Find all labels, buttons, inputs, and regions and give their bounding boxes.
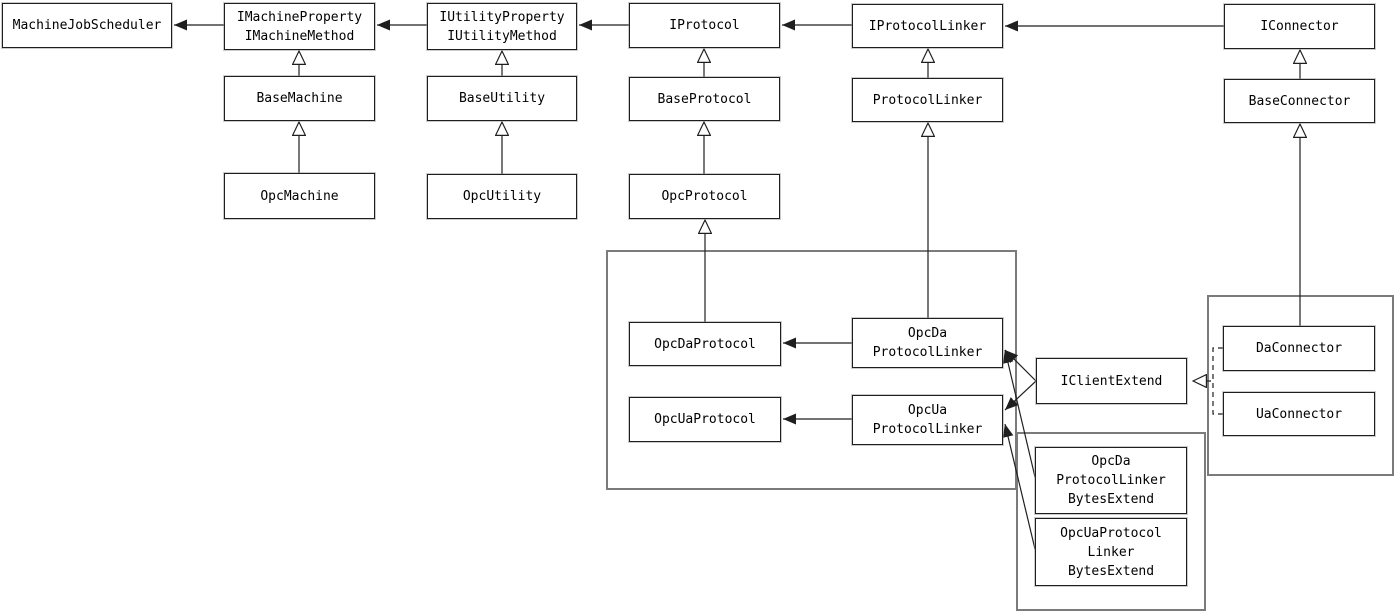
class-box-label: OpcUaProtocol xyxy=(654,412,756,427)
class-box-label: ProtocolLinker xyxy=(1056,473,1166,488)
class-box-label: IProtocolLinker xyxy=(868,18,987,34)
class-box-label: IConnector xyxy=(1260,19,1339,34)
edge-i-client-extend-to-opc-ua-protocol-linker xyxy=(1004,380,1037,411)
class-box-i-protocol-linker: IProtocolLinker xyxy=(852,4,1003,48)
class-box-label: ProtocolLinker xyxy=(872,422,983,437)
class-box-machine-job-scheduler: MachineJobScheduler xyxy=(2,3,172,48)
class-box-label: BaseProtocol xyxy=(657,91,752,107)
class-box-label: OpcUaProtocol xyxy=(1060,525,1162,541)
class-box-label: IUtilityProperty xyxy=(439,9,565,25)
class-box-da-connector: DaConnector xyxy=(1223,326,1375,371)
class-box-label: DaConnector xyxy=(1255,341,1343,356)
class-box-label: Linker xyxy=(1087,544,1135,560)
class-box-label: MachineJobScheduler xyxy=(12,18,162,33)
class-box-base-connector: BaseConnector xyxy=(1224,79,1375,123)
class-box-label: IMachineMethod xyxy=(244,28,355,44)
class-box-label: ProtocolLinker xyxy=(872,345,983,360)
edge-ua-connector-to-i-client-extend xyxy=(1212,381,1223,415)
class-box-label: IProtocol xyxy=(669,18,740,33)
class-box-opc-ua-protocol: OpcUaProtocol xyxy=(629,397,781,442)
class-box-label: BaseMachine xyxy=(256,91,343,106)
class-box-label: OpcDaProtocol xyxy=(654,336,756,352)
class-box-label: UaConnector xyxy=(1255,406,1343,422)
class-box-ua-connector: UaConnector xyxy=(1223,392,1375,436)
class-box-label: OpcDa xyxy=(907,326,948,341)
group-bytes-extend-group xyxy=(1016,432,1206,611)
class-box-label: OpcUtility xyxy=(462,189,542,204)
class-box-label: BytesExtend xyxy=(1067,492,1155,507)
class-box-base-utility: BaseUtility xyxy=(427,76,577,121)
class-box-label: OpcDa xyxy=(1091,454,1131,469)
class-box-base-machine: BaseMachine xyxy=(224,76,375,121)
edge-da-connector-to-i-client-extend xyxy=(1193,347,1223,381)
class-box-i-protocol: IProtocol xyxy=(629,3,780,48)
class-box-label: OpcProtocol xyxy=(661,189,748,204)
class-box-label: BytesExtend xyxy=(1067,563,1155,579)
class-box-label: BaseConnector xyxy=(1248,93,1351,109)
class-box-protocol-linker: ProtocolLinker xyxy=(852,78,1003,122)
class-box-i-connector: IConnector xyxy=(1224,4,1375,49)
class-box-opc-utility: OpcUtility xyxy=(427,174,577,219)
class-box-label: OpcUa xyxy=(907,403,948,418)
class-box-label: IClientExtend xyxy=(1060,373,1163,389)
class-box-base-protocol: BaseProtocol xyxy=(629,77,780,121)
class-box-i-client-extend: IClientExtend xyxy=(1036,358,1187,404)
class-box-label: ProtocolLinker xyxy=(872,92,983,108)
group-opc-protocol-group xyxy=(606,250,1017,490)
class-box-opc-da-protocol: OpcDaProtocol xyxy=(629,322,781,366)
edge-opc-ua-protocol-linker-bytes-extend-to-opc-ua-protocol-linker xyxy=(1002,423,1036,550)
class-box-label: IMachineProperty xyxy=(236,9,363,25)
class-box-opc-protocol: OpcProtocol xyxy=(629,174,780,219)
edge-opc-da-protocol-linker-bytes-extend-to-opc-da-protocol-linker xyxy=(1002,349,1036,478)
class-box-label: IUtilityMethod xyxy=(447,28,557,44)
class-box-opc-machine: OpcMachine xyxy=(224,173,375,219)
edge-i-client-extend-to-opc-da-protocol-linker xyxy=(1004,349,1037,382)
class-box-label: BaseUtility xyxy=(458,91,546,106)
class-box-label: OpcMachine xyxy=(260,188,339,204)
